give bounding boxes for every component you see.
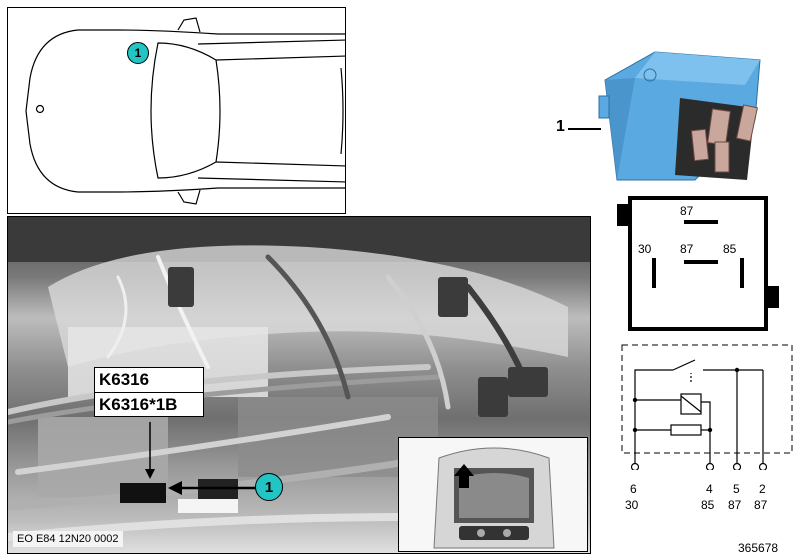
pin-label-85: 85 (723, 242, 737, 256)
pin-label-30: 30 (638, 242, 652, 256)
up-arrow-stem (459, 476, 469, 488)
circuit-pin-number-4: 4 (706, 482, 713, 496)
engine-bay-photo: K6316 K6316*1B 1 EO E84 12N20 0002 (7, 216, 591, 554)
pin-label-87-middle: 87 (680, 242, 694, 256)
circuit-pin-number-6: 6 (630, 482, 637, 496)
relay-callout-number: 1 (556, 118, 565, 135)
pin-85 (740, 258, 744, 288)
relay-image (598, 51, 761, 181)
component-label-primary: K6316 (95, 368, 203, 393)
car-outline-drawing (25, 17, 345, 205)
inset-front-view (398, 437, 588, 552)
circuit-pin-number-5: 5 (733, 482, 740, 496)
location-marker-photo: 1 (255, 473, 283, 501)
component-label-secondary: K6316*1B (99, 395, 178, 414)
pin-30 (652, 258, 656, 288)
pin-label-87-top: 87 (680, 204, 694, 218)
figure-id: 365678 (738, 541, 779, 555)
location-marker: 1 (127, 42, 149, 64)
circuit-pin-number-2: 2 (759, 482, 766, 496)
inset-car-drawing (433, 447, 555, 549)
component-label-box: K6316 K6316*1B (94, 367, 204, 417)
up-arrow-icon (454, 464, 474, 476)
circuit-pin-terminal-87a: 87 (728, 498, 742, 512)
photo-caption: EO E84 12N20 0002 (13, 531, 123, 547)
relay-callout-line (568, 128, 601, 130)
car-outline-panel: 1 (7, 7, 346, 214)
pin-87-middle (684, 260, 718, 264)
pin-87-top (684, 220, 718, 224)
pinout-tab-right (768, 286, 779, 308)
circuit-pin-terminal-85: 85 (701, 498, 715, 512)
relay-circuit-diagram (621, 344, 793, 470)
circuit-pin-terminal-87b: 87 (754, 498, 768, 512)
pinout-tab-left (617, 204, 628, 226)
circuit-pin-terminal-30: 30 (625, 498, 639, 512)
relay-pinout-diagram: 87 30 87 85 (628, 196, 768, 331)
